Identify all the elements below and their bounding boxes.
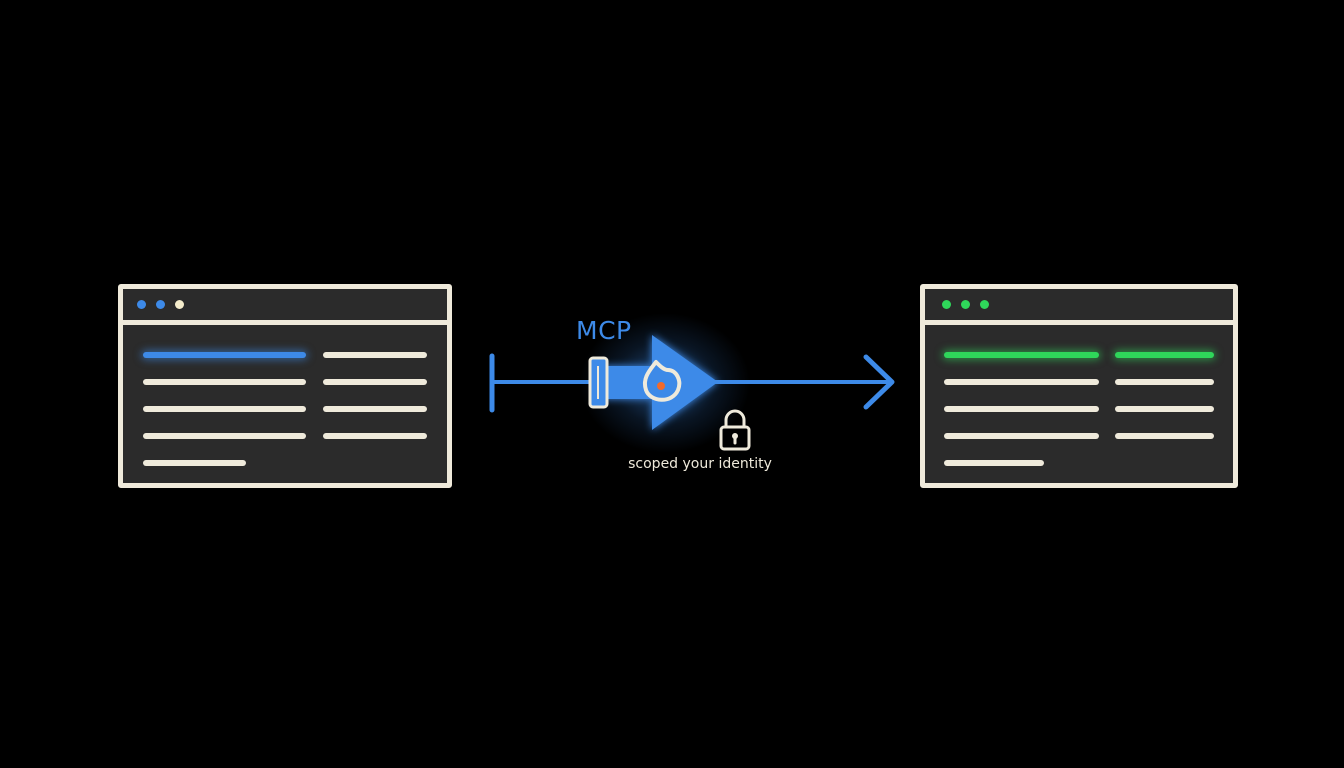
source-content-line-highlight xyxy=(143,352,306,358)
target-content-line xyxy=(944,460,1044,466)
target-window-dot-green xyxy=(961,300,970,309)
lock-icon xyxy=(719,409,751,451)
source-content-line xyxy=(143,460,246,466)
source-window-dot-cream xyxy=(175,300,184,309)
source-content-line xyxy=(323,379,427,385)
arrowhead-icon xyxy=(863,354,895,410)
identity-core-dot xyxy=(657,382,665,390)
protocol-label: MCP xyxy=(576,316,632,345)
source-content-line xyxy=(323,406,427,412)
source-browser-window xyxy=(118,284,452,488)
target-content-line xyxy=(1115,406,1214,412)
target-content-line-highlight xyxy=(944,352,1099,358)
target-content-line xyxy=(944,433,1099,439)
target-window-dot-green xyxy=(980,300,989,309)
identity-bulb-icon xyxy=(643,360,682,402)
target-content-line xyxy=(1115,379,1214,385)
target-content-line-highlight xyxy=(1115,352,1214,358)
source-content-line xyxy=(323,352,427,358)
source-window-dot-blue xyxy=(156,300,165,309)
source-window-titlebar xyxy=(123,289,447,325)
syringe-tip-triangle xyxy=(652,335,718,430)
source-content-line xyxy=(143,433,306,439)
target-browser-window xyxy=(920,284,1238,488)
source-content-line xyxy=(143,406,306,412)
connector-caption: scoped your identity xyxy=(628,456,772,472)
source-content-line xyxy=(143,379,306,385)
source-content-line xyxy=(323,433,427,439)
target-window-dot-green xyxy=(942,300,951,309)
target-content-line xyxy=(944,406,1099,412)
source-window-dot-blue xyxy=(137,300,146,309)
target-content-line xyxy=(944,379,1099,385)
target-content-line xyxy=(1115,433,1214,439)
target-window-titlebar xyxy=(925,289,1233,325)
